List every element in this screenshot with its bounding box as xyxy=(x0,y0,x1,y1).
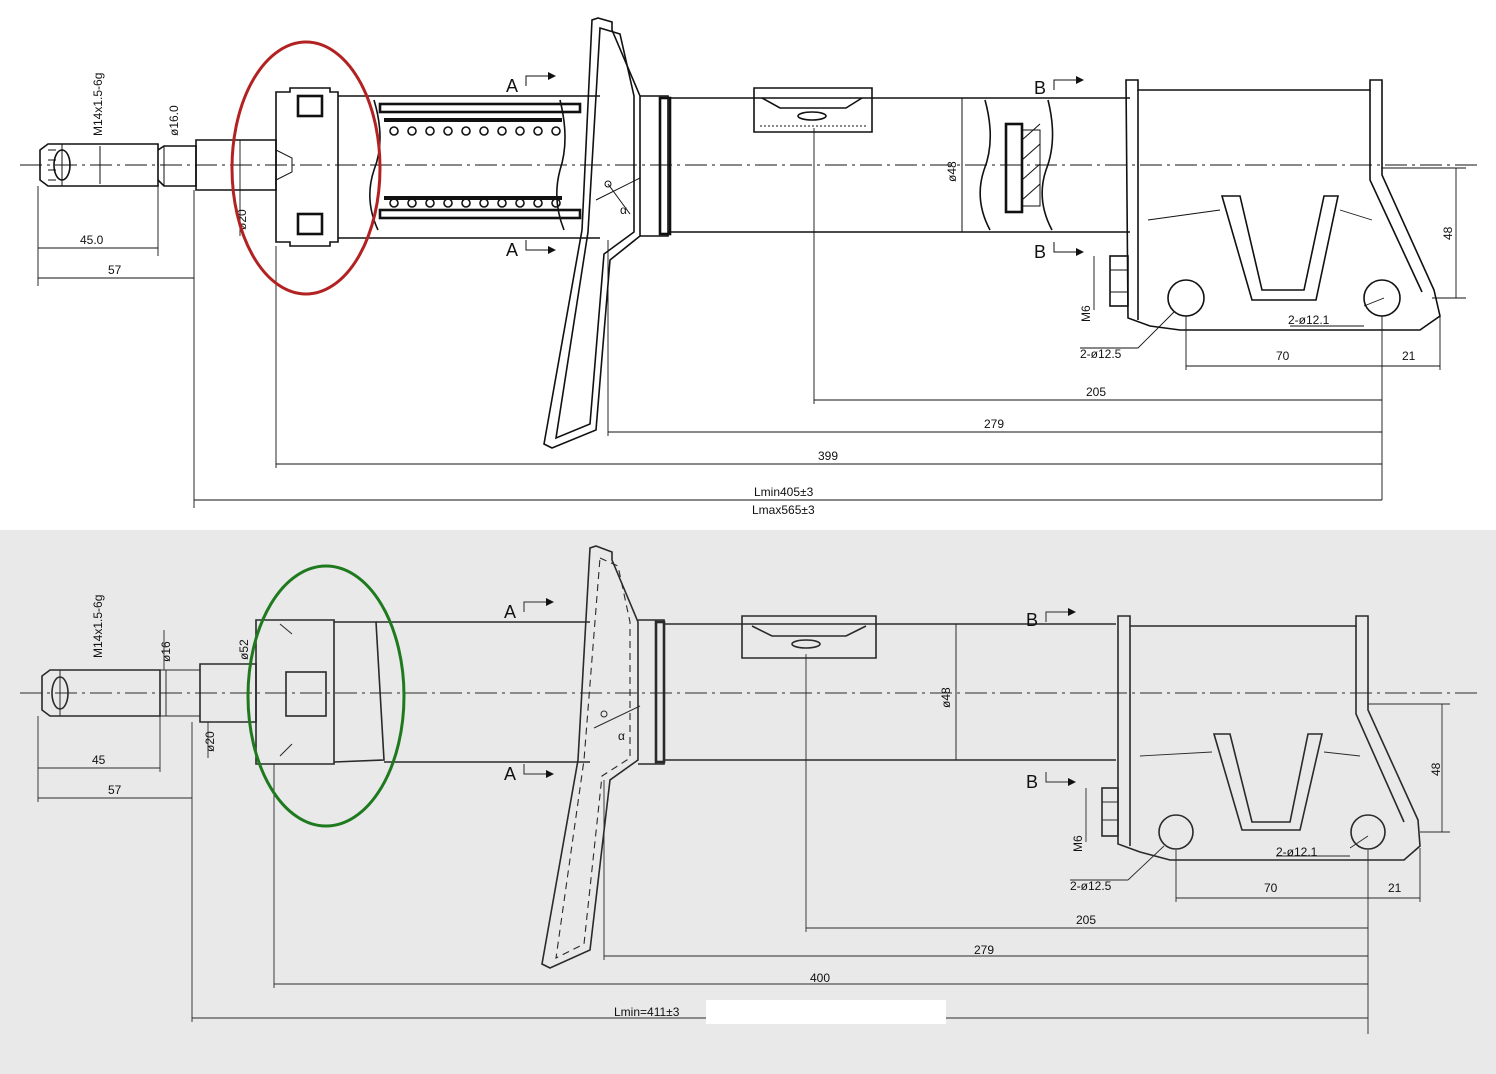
tube-bracket xyxy=(753,87,873,133)
body-diameter-label: ø20 xyxy=(203,731,217,752)
thread-label: M14x1.5-6g xyxy=(91,73,105,136)
spring-ball xyxy=(479,126,489,136)
hole-lower-label: 2-ø12.5 xyxy=(1070,879,1112,893)
dim-279: 279 xyxy=(974,943,994,957)
dim-70: 70 xyxy=(1264,881,1278,895)
dim-279: 279 xyxy=(984,417,1004,431)
section-a-bottom: A xyxy=(504,764,516,784)
knuckle-bracket xyxy=(1101,615,1421,861)
tube-diameter-label: ø48 xyxy=(945,161,959,182)
bolt-label: M6 xyxy=(1071,835,1085,852)
hole-upper-label: 2-ø12.1 xyxy=(1288,313,1330,327)
dim-400: 400 xyxy=(810,971,830,985)
top-drawing-canvas: A A B B α M14x1.5-6g ø16.0 ø20 ø48 45.0 … xyxy=(20,17,1480,517)
spring-ball xyxy=(479,198,489,208)
dim-57: 57 xyxy=(108,783,122,797)
section-a-bottom: A xyxy=(506,240,518,260)
spring-ball xyxy=(515,198,525,208)
spring-ball xyxy=(425,198,435,208)
dim-57: 57 xyxy=(108,263,122,277)
upper-mount xyxy=(255,619,590,765)
spring-ball xyxy=(515,126,525,136)
red-highlight-ellipse xyxy=(230,40,382,296)
spring-ball xyxy=(551,198,561,208)
collar-diameter-label: ø52 xyxy=(237,639,251,660)
tube-bracket xyxy=(741,615,877,659)
knuckle-bracket xyxy=(1109,79,1441,331)
spring-ball xyxy=(461,126,471,136)
spring-ball xyxy=(533,126,543,136)
dimensions: M14x1.5-6g ø16 ø52 ø20 ø48 45 57 48 M6 2… xyxy=(37,595,1450,1034)
spring-ball xyxy=(443,126,453,136)
section-b-top: B xyxy=(1026,610,1038,630)
collar-and-tube xyxy=(638,619,1116,765)
section-a-top: A xyxy=(504,602,516,622)
spring-ball xyxy=(533,198,543,208)
spring-seat xyxy=(543,17,641,449)
section-a-top: A xyxy=(506,76,518,96)
dim-48: 48 xyxy=(1441,226,1455,240)
thread-label: M14x1.5-6g xyxy=(91,595,105,658)
lmax-label: Lmax565±3 xyxy=(752,503,815,517)
dim-205: 205 xyxy=(1076,913,1096,927)
spring-ball xyxy=(407,126,417,136)
bolt-label: M6 xyxy=(1079,305,1093,322)
spring-ball xyxy=(461,198,471,208)
spring-ball xyxy=(389,126,399,136)
bottom-drawing-canvas: A A B B α M14x1.5-6g ø16 ø52 ø20 ø48 45 … xyxy=(20,545,1480,1034)
spring-ball xyxy=(497,198,507,208)
dim-21: 21 xyxy=(1402,349,1416,363)
angle-label: α xyxy=(618,729,625,743)
upper-mount xyxy=(275,87,600,247)
rod-diameter-label: ø16 xyxy=(159,641,173,662)
redaction-box xyxy=(706,1000,946,1024)
rod-diameter-label: ø16.0 xyxy=(167,105,181,136)
section-b-top: B xyxy=(1034,78,1046,98)
top-technical-drawing: A A B B α M14x1.5-6g ø16.0 ø20 ø48 45.0 … xyxy=(0,0,1496,530)
lmin-label: Lmin=411±3 xyxy=(614,1005,680,1019)
dim-45: 45.0 xyxy=(80,233,104,247)
bottom-technical-drawing: A A B B α M14x1.5-6g ø16 ø52 ø20 ø48 45 … xyxy=(0,530,1496,1074)
spring-ball xyxy=(389,198,399,208)
spring-ball xyxy=(497,126,507,136)
spring-ball xyxy=(551,126,561,136)
section-markers: A A B B α xyxy=(506,72,1084,262)
spring-ball xyxy=(425,126,435,136)
dim-45: 45 xyxy=(92,753,106,767)
angle-label: α xyxy=(620,203,627,217)
section-b-bottom: B xyxy=(1034,242,1046,262)
hole-lower-label: 2-ø12.5 xyxy=(1080,347,1122,361)
dim-70: 70 xyxy=(1276,349,1290,363)
spring-ball xyxy=(443,198,453,208)
dim-21: 21 xyxy=(1388,881,1402,895)
hole-upper-label: 2-ø12.1 xyxy=(1276,845,1318,859)
section-b-bottom: B xyxy=(1026,772,1038,792)
dimensions: M14x1.5-6g ø16.0 ø20 ø48 45.0 57 48 M6 2… xyxy=(37,73,1466,517)
dim-399: 399 xyxy=(818,449,838,463)
lmin-label: Lmin405±3 xyxy=(754,485,814,499)
green-highlight-ellipse xyxy=(246,564,406,828)
spring-seat xyxy=(541,545,641,969)
dim-205: 205 xyxy=(1086,385,1106,399)
dim-48: 48 xyxy=(1429,762,1443,776)
tube-diameter-label: ø48 xyxy=(939,687,953,708)
spring-ball xyxy=(407,198,417,208)
spring-cutaway xyxy=(369,99,582,231)
section-markers: A A B B α xyxy=(504,598,1076,792)
collar-and-tube xyxy=(640,95,1130,237)
